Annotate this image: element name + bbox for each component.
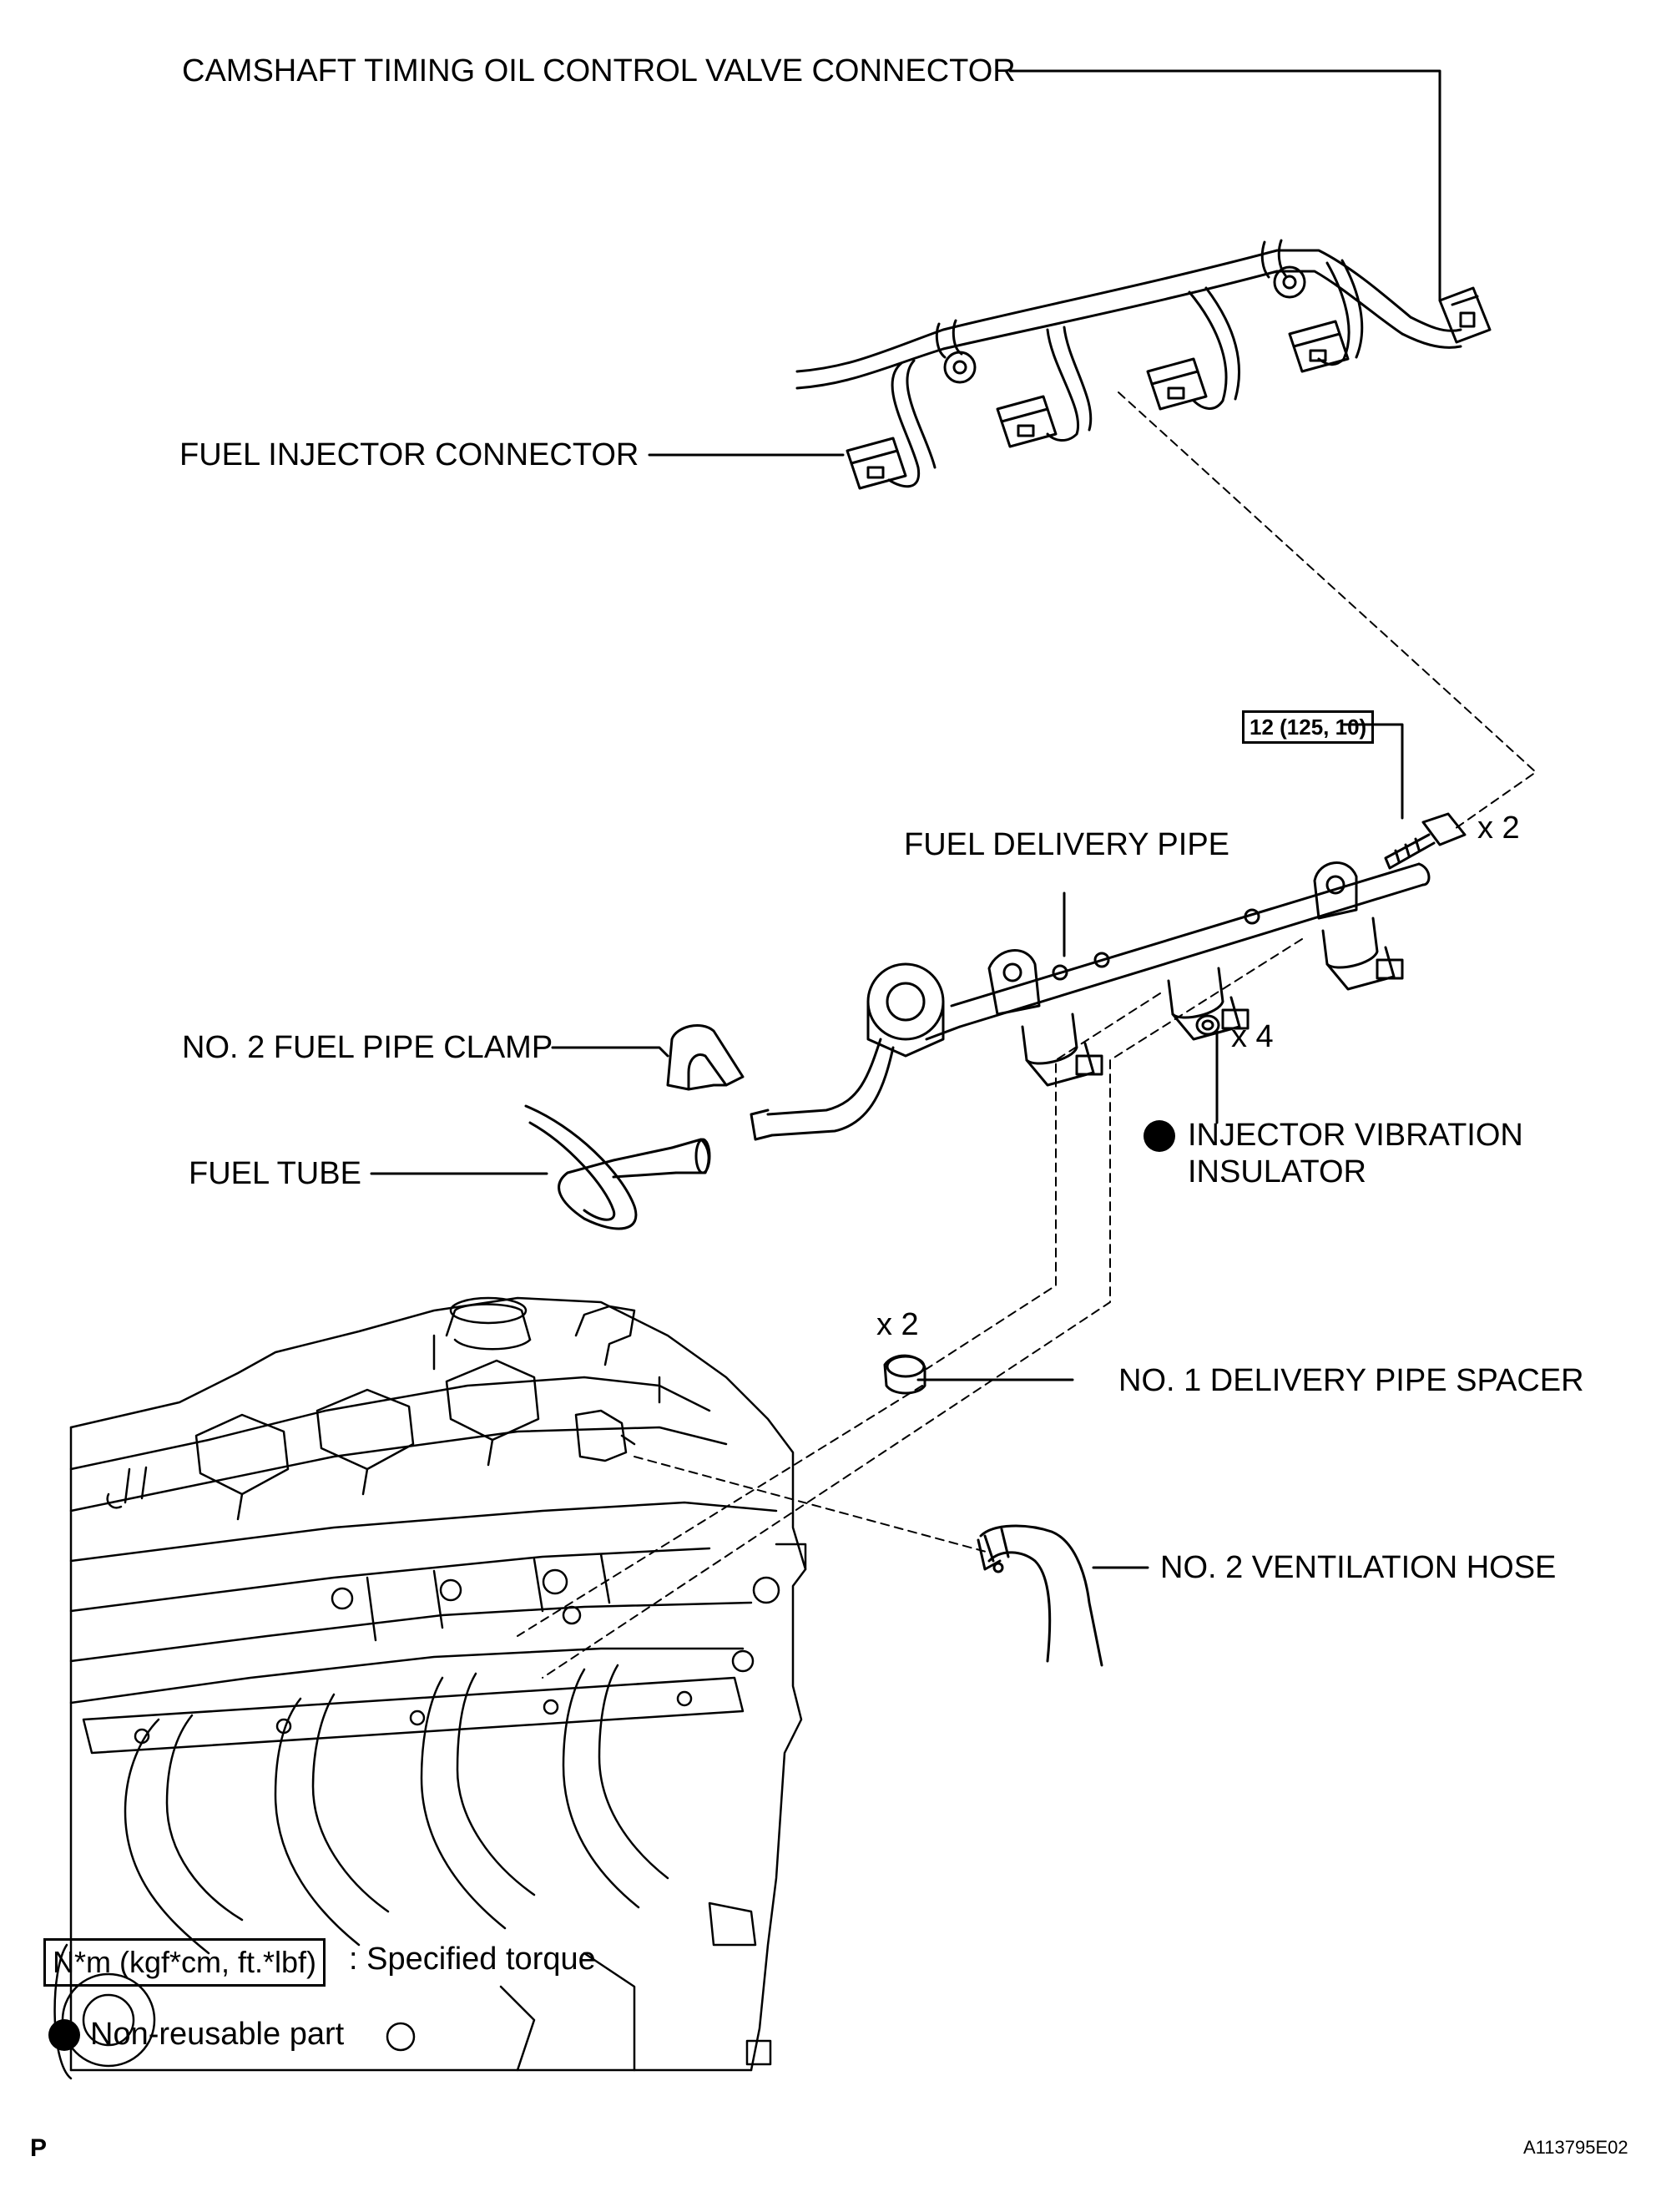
page-letter: P bbox=[30, 2134, 48, 2162]
fuel-pipe-clamp bbox=[666, 1023, 745, 1091]
delivery-pipe-spacer bbox=[883, 1354, 926, 1395]
injector-vibration-insulator bbox=[1195, 1014, 1220, 1036]
legend-torque-text: : Specified torque bbox=[349, 1942, 596, 1977]
camshaft-connector bbox=[1438, 286, 1492, 344]
spacer-quantity: x 2 bbox=[876, 1307, 919, 1342]
fuel-delivery-pipe-assembly bbox=[750, 861, 1431, 1141]
figure-id: A113795E02 bbox=[1523, 2137, 1628, 2158]
fuel-injector-connector-3 bbox=[1146, 357, 1208, 411]
camshaft-connector-label: CAMSHAFT TIMING OIL CONTROL VALVE CONNEC… bbox=[182, 53, 1016, 88]
legend-torque-box: N*m (kgf*cm, ft.*lbf) bbox=[43, 1938, 326, 1987]
bolt bbox=[1384, 812, 1467, 870]
bolt-torque-spec: 12 (125, 10) bbox=[1242, 710, 1375, 744]
fuel-tube-label: FUEL TUBE bbox=[189, 1156, 361, 1191]
engine-wire-harness bbox=[795, 239, 1462, 488]
fuel-delivery-pipe-label: FUEL DELIVERY PIPE bbox=[904, 827, 1230, 862]
fuel-tube bbox=[524, 1104, 711, 1230]
fuel-injector-connector-1 bbox=[846, 437, 907, 490]
nonreusable-marker-icon bbox=[1144, 1120, 1175, 1152]
dashed-alignment-lines bbox=[517, 391, 1537, 1679]
injector-insulator-label-line1: INJECTOR VIBRATION bbox=[1188, 1118, 1523, 1153]
fuel-pipe-clamp-label: NO. 2 FUEL PIPE CLAMP bbox=[182, 1030, 553, 1065]
fuel-injector-connector-label: FUEL INJECTOR CONNECTOR bbox=[179, 437, 639, 472]
fuel-injector-connector-2 bbox=[996, 395, 1058, 448]
engine-cylinder-head bbox=[53, 1296, 807, 2080]
insulator-quantity: x 4 bbox=[1231, 1019, 1274, 1054]
bolt-quantity: x 2 bbox=[1477, 811, 1520, 846]
leader-lines bbox=[370, 69, 1441, 1569]
fuel-injector-connector-4 bbox=[1288, 320, 1350, 373]
delivery-pipe-spacer-label: NO. 1 DELIVERY PIPE SPACER bbox=[1118, 1363, 1584, 1398]
legend-nonreusable-text: Non-reusable part bbox=[90, 2017, 345, 2052]
injector-insulator-label-line2: INSULATOR bbox=[1188, 1154, 1366, 1189]
ventilation-hose-label: NO. 2 VENTILATION HOSE bbox=[1160, 1550, 1557, 1585]
legend-nonreusable-icon bbox=[48, 2019, 80, 2051]
ventilation-hose bbox=[977, 1524, 1103, 1667]
